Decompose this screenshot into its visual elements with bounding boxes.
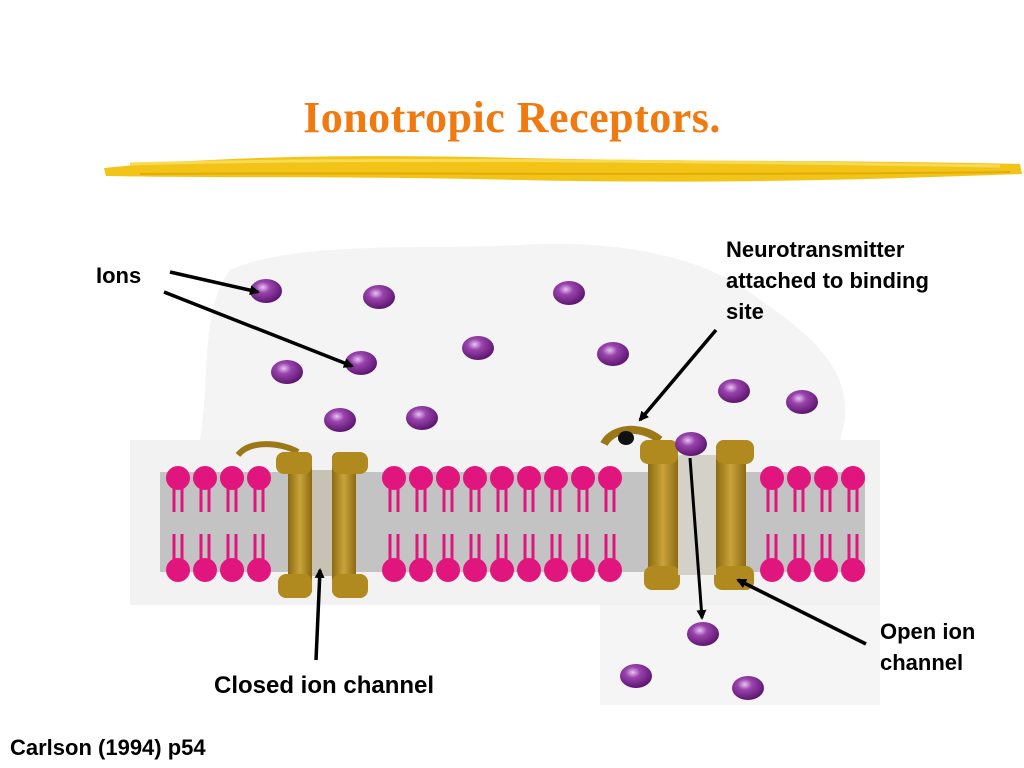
ions-label: Ions <box>96 263 142 288</box>
neurotransmitter-pointer-arrow <box>638 328 718 422</box>
phospholipid-bilayer <box>166 466 865 582</box>
closed-ion-channel <box>235 441 368 598</box>
phospholipid <box>571 466 595 582</box>
ion <box>597 342 629 366</box>
phospholipid <box>544 466 568 582</box>
ion <box>553 281 585 305</box>
ion <box>324 408 356 432</box>
ion <box>250 279 282 303</box>
phospholipid <box>760 466 784 582</box>
ion <box>687 622 719 646</box>
phospholipid <box>436 466 460 582</box>
neurotransmitter-label: Neurotransmitter attached to binding sit… <box>726 237 929 324</box>
phospholipid <box>841 466 865 582</box>
ions-pointer-arrow-1 <box>169 270 260 296</box>
closed-channel-label: Closed ion channel <box>214 672 435 699</box>
phospholipid <box>598 466 622 582</box>
membrane-core <box>160 472 865 572</box>
ion-group <box>250 279 818 700</box>
phospholipid <box>220 466 244 582</box>
intracellular-backdrop <box>600 590 880 705</box>
phospholipid <box>463 466 487 582</box>
ion <box>406 406 438 430</box>
ion <box>462 336 494 360</box>
ion <box>620 664 652 688</box>
ion <box>363 285 395 309</box>
phospholipid <box>382 466 406 582</box>
ion-flow-arrow <box>688 457 707 620</box>
phospholipid <box>247 466 271 582</box>
phospholipid <box>166 466 190 582</box>
ion <box>786 390 818 414</box>
phospholipid <box>814 466 838 582</box>
extracellular-backdrop <box>200 243 846 440</box>
phospholipid <box>409 466 433 582</box>
phospholipid <box>193 466 217 582</box>
phospholipid <box>490 466 514 582</box>
open-channel-pointer-arrow <box>736 578 867 646</box>
open-ion-channel <box>600 425 754 590</box>
phospholipid <box>517 466 541 582</box>
title-underline-brushstroke <box>104 156 1022 182</box>
ion <box>271 360 303 384</box>
phospholipid <box>787 466 811 582</box>
ion <box>732 676 764 700</box>
open-channel-label: Open ion channel <box>880 619 976 675</box>
ion <box>345 351 377 375</box>
slide-title: Ionotropic Receptors. <box>303 93 721 142</box>
neurotransmitter-molecule <box>618 431 634 445</box>
closed-channel-pointer-arrow <box>314 568 325 661</box>
ion <box>718 379 750 403</box>
ion <box>675 432 707 456</box>
ions-pointer-arrow-2 <box>163 290 354 368</box>
citation: Carlson (1994) p54 <box>10 735 206 760</box>
